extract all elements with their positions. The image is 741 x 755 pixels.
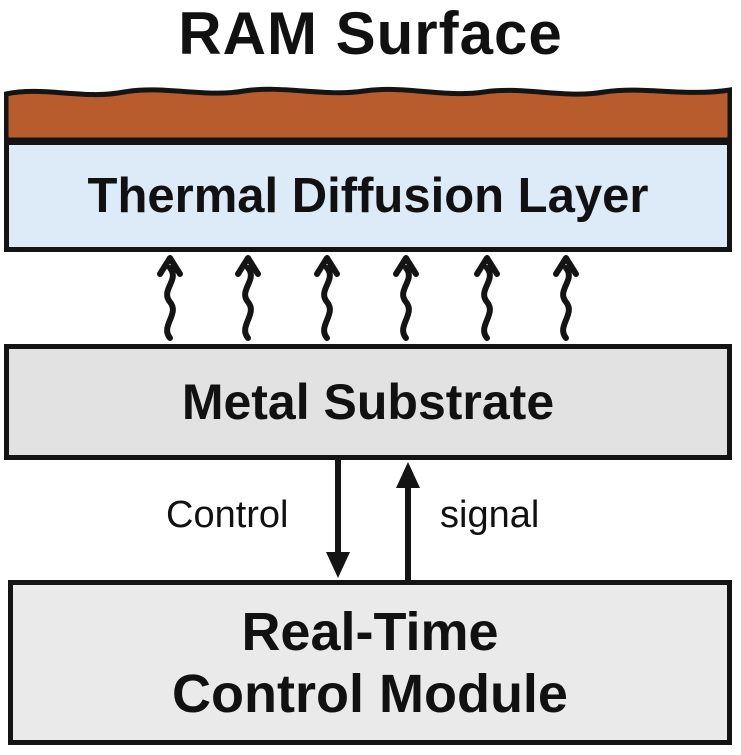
heat-flow-arrows — [0, 252, 741, 346]
real-time-control-module: Real-Time Control Module — [8, 580, 732, 745]
metal-substrate-layer: Metal Substrate — [4, 344, 732, 460]
heat-arrow-2 — [238, 258, 258, 338]
control-label: Control — [166, 494, 289, 536]
heat-arrow-5 — [477, 258, 497, 338]
heat-arrow-4 — [396, 258, 416, 338]
module-label-line2: Control Module — [172, 663, 568, 724]
heat-arrow-6 — [556, 258, 576, 338]
diagram-title: RAM Surface — [178, 0, 563, 67]
control-down-arrow — [326, 458, 350, 578]
thermal-diffusion-label: Thermal Diffusion Layer — [87, 169, 649, 223]
signal-label: signal — [440, 494, 540, 536]
thermal-diffusion-layer: Thermal Diffusion Layer — [4, 140, 732, 252]
module-label-line1: Real-Time — [241, 601, 499, 662]
metal-substrate-label: Metal Substrate — [181, 374, 555, 430]
signal-up-arrow — [396, 462, 420, 580]
heat-arrow-1 — [160, 258, 180, 338]
ram-surface-layer — [4, 86, 732, 143]
heat-arrow-3 — [317, 258, 337, 338]
control-signal-arrows — [326, 458, 420, 580]
ram-surface-fill — [4, 86, 732, 143]
